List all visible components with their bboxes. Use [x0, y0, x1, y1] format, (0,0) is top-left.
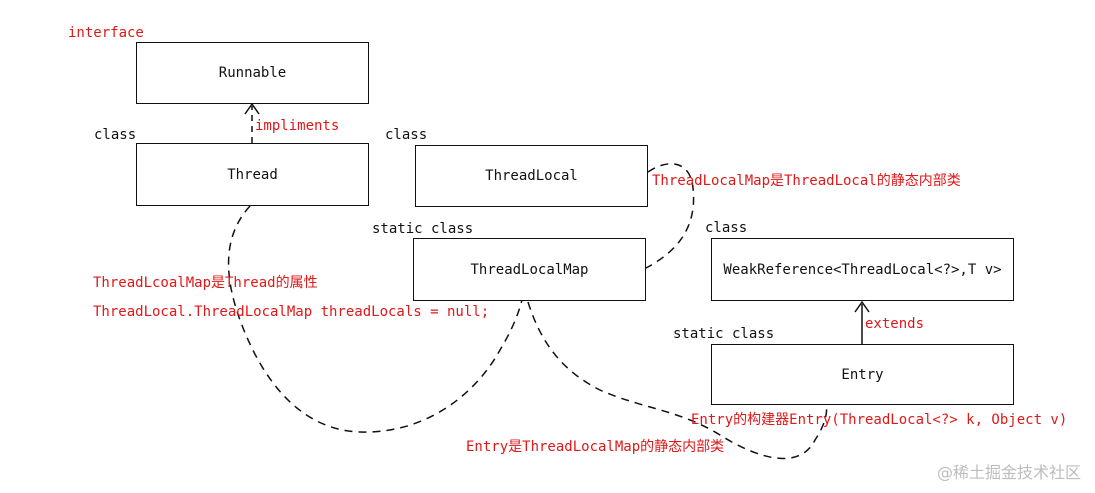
implements-arrowhead: [244, 102, 260, 115]
stereotype-runnable: interface: [68, 25, 144, 41]
implements-label: impliments: [255, 118, 340, 134]
stereotype-entry: static class: [673, 326, 775, 342]
thread-label: Thread: [227, 166, 278, 183]
stereotype-weakref: class: [705, 220, 748, 236]
note-thread-attribute-code: ThreadLocal.ThreadLocalMap threadLocals …: [93, 304, 490, 320]
runnable-box: Runnable: [136, 42, 369, 104]
weakreference-box: WeakReference<ThreadLocal<?>,T v>: [711, 238, 1014, 301]
weakreference-label: WeakReference<ThreadLocal<?>,T v>: [723, 261, 1002, 278]
note-map-inner-of-threadlocal: ThreadLocalMap是ThreadLocal的静态内部类: [652, 173, 961, 189]
threadlocal-label: ThreadLocal: [485, 168, 578, 184]
attribute-curve-thread: [227, 205, 523, 433]
note-thread-attribute: ThreadLcoalMap是Thread的属性: [93, 275, 318, 291]
stereotype-threadlocalmap: static class: [372, 221, 474, 237]
runnable-label: Runnable: [218, 65, 287, 81]
threadlocalmap-label: ThreadLocalMap: [470, 261, 589, 278]
extends-arrowhead: [854, 300, 870, 313]
entry-box: Entry: [711, 344, 1014, 405]
inner-class-curve-threadlocal: [645, 163, 695, 269]
stereotype-thread: class: [94, 127, 137, 143]
note-entry-constructor: Entry的构建器Entry(ThreadLocal<?> k, Object …: [691, 412, 1068, 428]
thread-box: Thread: [136, 143, 369, 206]
threadlocal-box: ThreadLocal: [415, 145, 648, 207]
watermark: @稀土掘金技术社区: [936, 463, 1081, 482]
stereotype-threadlocal: class: [385, 127, 428, 143]
threadlocalmap-box: ThreadLocalMap: [413, 238, 646, 301]
entry-label: Entry: [841, 366, 884, 383]
extends-label: extends: [865, 316, 925, 332]
inner-class-curve-entry: [527, 301, 828, 460]
note-entry-inner-of-map: Entry是ThreadLocalMap的静态内部类: [466, 439, 725, 455]
